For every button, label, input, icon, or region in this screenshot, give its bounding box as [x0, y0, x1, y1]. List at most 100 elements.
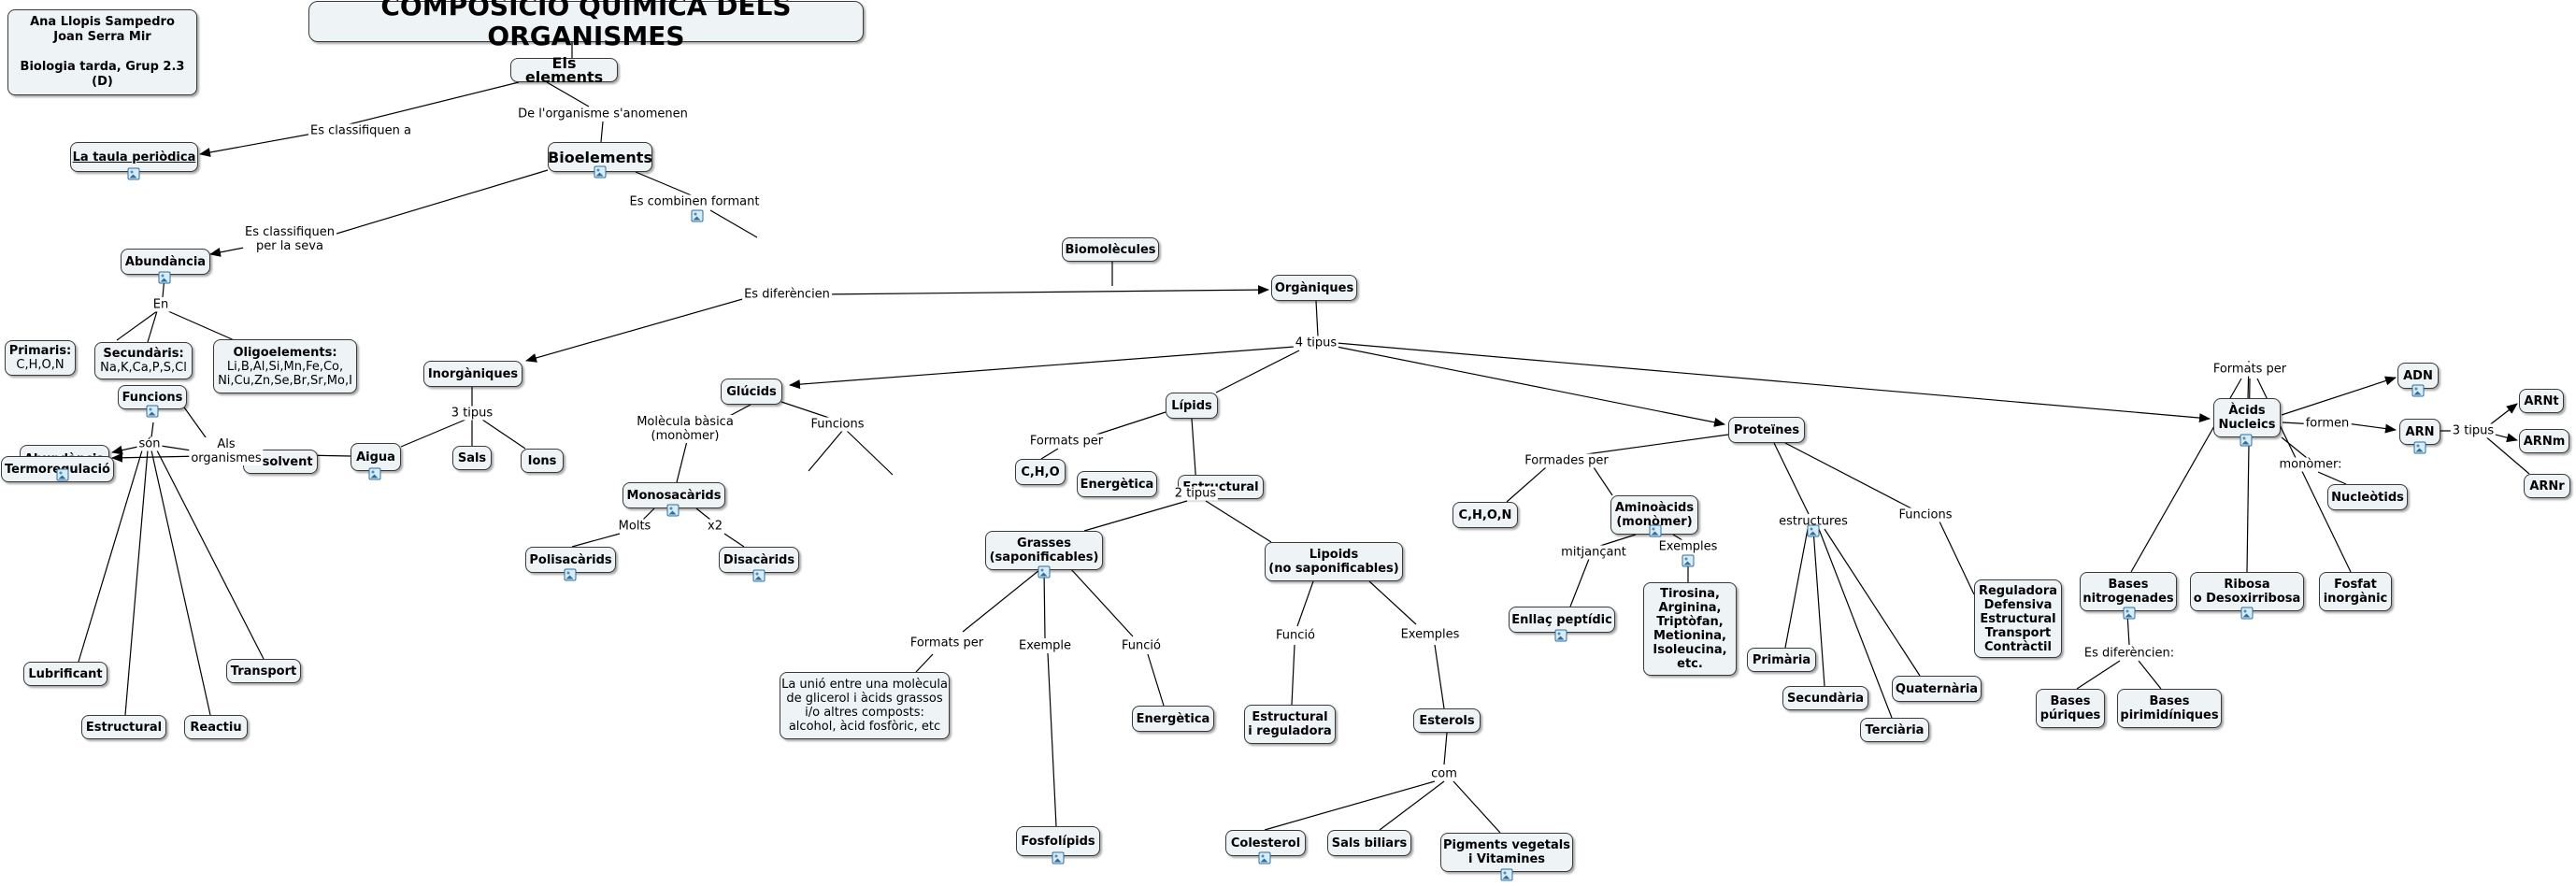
- image-icon[interactable]: [56, 468, 69, 481]
- link-es-classifiquen-a: Es classifiquen a: [308, 123, 414, 138]
- connector-line: [1043, 569, 1046, 639]
- node-inorganiques[interactable]: Inorgàniques: [423, 361, 522, 387]
- node-bases-puriques[interactable]: Bases púriques: [2036, 689, 2105, 728]
- connector-line: [1047, 652, 1057, 827]
- image-icon[interactable]: [666, 504, 680, 517]
- node-fosfat[interactable]: Fosfat inorgànic: [2319, 572, 2392, 611]
- connector-line: [150, 450, 211, 716]
- node-polisacarids[interactable]: Polisacàrids: [525, 547, 616, 573]
- image-icon[interactable]: [752, 569, 766, 582]
- node-arnm[interactable]: ARNm: [2519, 429, 2569, 453]
- connector-line: [676, 440, 688, 483]
- map-title: COMPOSICIÓ QUÍMICA DELS ORGANISMES: [308, 0, 864, 51]
- node-arnr[interactable]: ARNr: [2524, 474, 2570, 498]
- image-icon[interactable]: [127, 167, 140, 180]
- connector-arrow: [111, 452, 202, 463]
- node-acids-nucleics[interactable]: Àcids Nucleics: [2213, 398, 2281, 437]
- image-icon[interactable]: [564, 568, 577, 581]
- node-aigua[interactable]: Aigua: [351, 443, 401, 471]
- node-colesterol[interactable]: Colesterol: [1225, 830, 1306, 856]
- node-arnt[interactable]: ARNt: [2519, 389, 2564, 413]
- node-nucleotids[interactable]: Nucleòtids: [2327, 484, 2408, 510]
- image-icon[interactable]: [2411, 384, 2425, 397]
- node-lipids[interactable]: Lípids: [1166, 393, 1218, 419]
- node-unio-glicerol[interactable]: La unió entre una molècula de glicerol i…: [780, 672, 950, 739]
- image-icon[interactable]: [1052, 851, 1065, 865]
- image-icon[interactable]: [368, 467, 381, 480]
- node-adn[interactable]: ADN: [2397, 363, 2439, 389]
- image-icon[interactable]: [594, 165, 607, 179]
- node-organiques[interactable]: Orgàniques: [1271, 275, 1357, 301]
- node-secundaria[interactable]: Secundària: [1782, 686, 1868, 710]
- connector-line: [1599, 534, 1637, 547]
- node-esterols[interactable]: Esterols: [1413, 708, 1481, 733]
- node-funcions-aigua[interactable]: Funcions: [118, 385, 187, 409]
- connector-line: [1368, 580, 1417, 625]
- node-sals-biliars[interactable]: Sals biliars: [1327, 830, 1411, 856]
- image-icon[interactable]: [2413, 441, 2426, 454]
- node-reactiu[interactable]: Reactiu: [184, 715, 248, 739]
- node-disacarids[interactable]: Disacàrids: [719, 547, 799, 573]
- link-exemples-aminoacids: Exemples: [1656, 539, 1720, 554]
- connector-line: [322, 81, 520, 132]
- connector-line: [1291, 644, 1295, 706]
- node-pigments[interactable]: Pigments vegetals i Vitamines: [1440, 833, 1573, 872]
- image-icon[interactable]: [1649, 524, 1662, 537]
- node-cho[interactable]: C,H,O: [1015, 459, 1066, 485]
- image-icon[interactable]: [2123, 607, 2136, 620]
- node-estructural-aigua[interactable]: Estructural: [81, 715, 166, 739]
- node-transport[interactable]: Transport: [226, 659, 301, 683]
- node-secundaris[interactable]: Secundàris:Na,K,Ca,P,S,Cl: [94, 342, 193, 379]
- connector-line: [1069, 567, 1134, 637]
- image-icon[interactable]: [1682, 554, 1695, 567]
- image-icon[interactable]: [2240, 607, 2254, 620]
- image-icon[interactable]: [1500, 868, 1513, 881]
- link-monomer: monòmer:: [2277, 457, 2344, 472]
- image-icon[interactable]: [158, 271, 171, 284]
- node-energetica-grasses[interactable]: Energètica: [1132, 706, 1214, 732]
- connector-line: [1264, 780, 1436, 831]
- connector-line: [1147, 653, 1165, 707]
- node-funcions-proteines[interactable]: Reguladora Defensiva Estructural Transpo…: [1974, 579, 2062, 658]
- node-estructural-reguladora[interactable]: Estructural i reguladora: [1244, 705, 1336, 744]
- connector-arrow: [1336, 342, 2211, 423]
- node-ions[interactable]: Ions: [521, 449, 564, 473]
- node-chon[interactable]: C,H,O,N: [1453, 502, 1518, 528]
- image-icon[interactable]: [691, 209, 704, 222]
- node-grasses[interactable]: Grasses (saponificables): [985, 531, 1103, 570]
- node-tirosina[interactable]: Tirosina, Arginina, Triptòfan, Metionina…: [1643, 582, 1737, 676]
- connector-line: [1093, 411, 1166, 436]
- image-icon[interactable]: [2240, 434, 2253, 447]
- connector-line: [78, 450, 143, 663]
- connector-line: [150, 422, 154, 438]
- connector-arrow: [2281, 376, 2397, 416]
- node-energetica-glucids[interactable]: Energètica: [1077, 471, 1157, 497]
- node-quaternaria[interactable]: Quaternària: [1892, 676, 1982, 702]
- image-icon[interactable]: [146, 405, 159, 418]
- connector-arrow: [199, 132, 319, 157]
- node-biomolecules[interactable]: Biomolècules: [1062, 237, 1159, 262]
- node-taula-periodica[interactable]: La taula periòdica: [70, 142, 198, 172]
- node-bases-nitrogenades[interactable]: Bases nitrogenades: [2080, 572, 2177, 611]
- image-icon[interactable]: [1258, 851, 1271, 865]
- node-proteines[interactable]: Proteïnes: [1728, 417, 1805, 443]
- node-glucids[interactable]: Glúcids: [721, 379, 782, 405]
- node-primaris[interactable]: Primaris:C,H,O,N: [5, 340, 76, 376]
- link-estructures: estructures: [1777, 514, 1850, 529]
- node-lipoids[interactable]: Lipoids (no saponificables): [1265, 542, 1403, 581]
- node-oligoelements[interactable]: Oligoelements:Li,B,Al,Si,Mn,Fe,Co, Ni,Cu…: [213, 339, 357, 393]
- node-ribosa[interactable]: Ribosa o Desoxirribosa: [2190, 572, 2304, 611]
- node-sals[interactable]: Sals: [452, 446, 492, 470]
- node-bases-pirimidiniques[interactable]: Bases pirimidíniques: [2117, 689, 2222, 728]
- node-primaria[interactable]: Primària: [1747, 648, 1816, 672]
- image-icon[interactable]: [1807, 524, 1820, 537]
- node-lubrificant[interactable]: Lubrificant: [23, 662, 107, 686]
- node-fosfolipids[interactable]: Fosfolípids: [1016, 826, 1100, 856]
- image-icon[interactable]: [1038, 565, 1051, 579]
- link-formats-per-lipids: Formats per: [1027, 434, 1106, 449]
- image-icon[interactable]: [1554, 629, 1567, 642]
- node-els-elements[interactable]: Els elements: [510, 56, 618, 85]
- node-terciaria[interactable]: Terciària: [1860, 718, 1929, 742]
- connector-line: [1443, 732, 1448, 765]
- link-exemple: Exemple: [1016, 638, 1074, 653]
